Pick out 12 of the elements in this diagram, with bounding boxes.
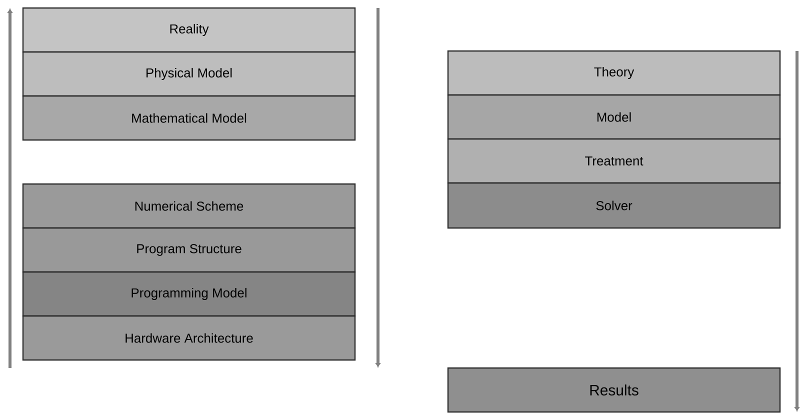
- stack-box: Programming Model: [22, 271, 356, 317]
- stack-box: Reality: [22, 7, 356, 53]
- stack-box: Hardware Architecture: [22, 315, 356, 361]
- stack-box: Results: [447, 367, 781, 413]
- stack-box: Mathematical Model: [22, 95, 356, 141]
- stack-box: Model: [447, 94, 781, 140]
- stack-box: Physical Model: [22, 51, 356, 97]
- stack-box: Program Structure: [22, 227, 356, 273]
- stack-box: Theory: [447, 50, 781, 96]
- stack-box: Numerical Scheme: [22, 183, 356, 229]
- stack-box: Treatment: [447, 138, 781, 184]
- stack-box: Solver: [447, 182, 781, 229]
